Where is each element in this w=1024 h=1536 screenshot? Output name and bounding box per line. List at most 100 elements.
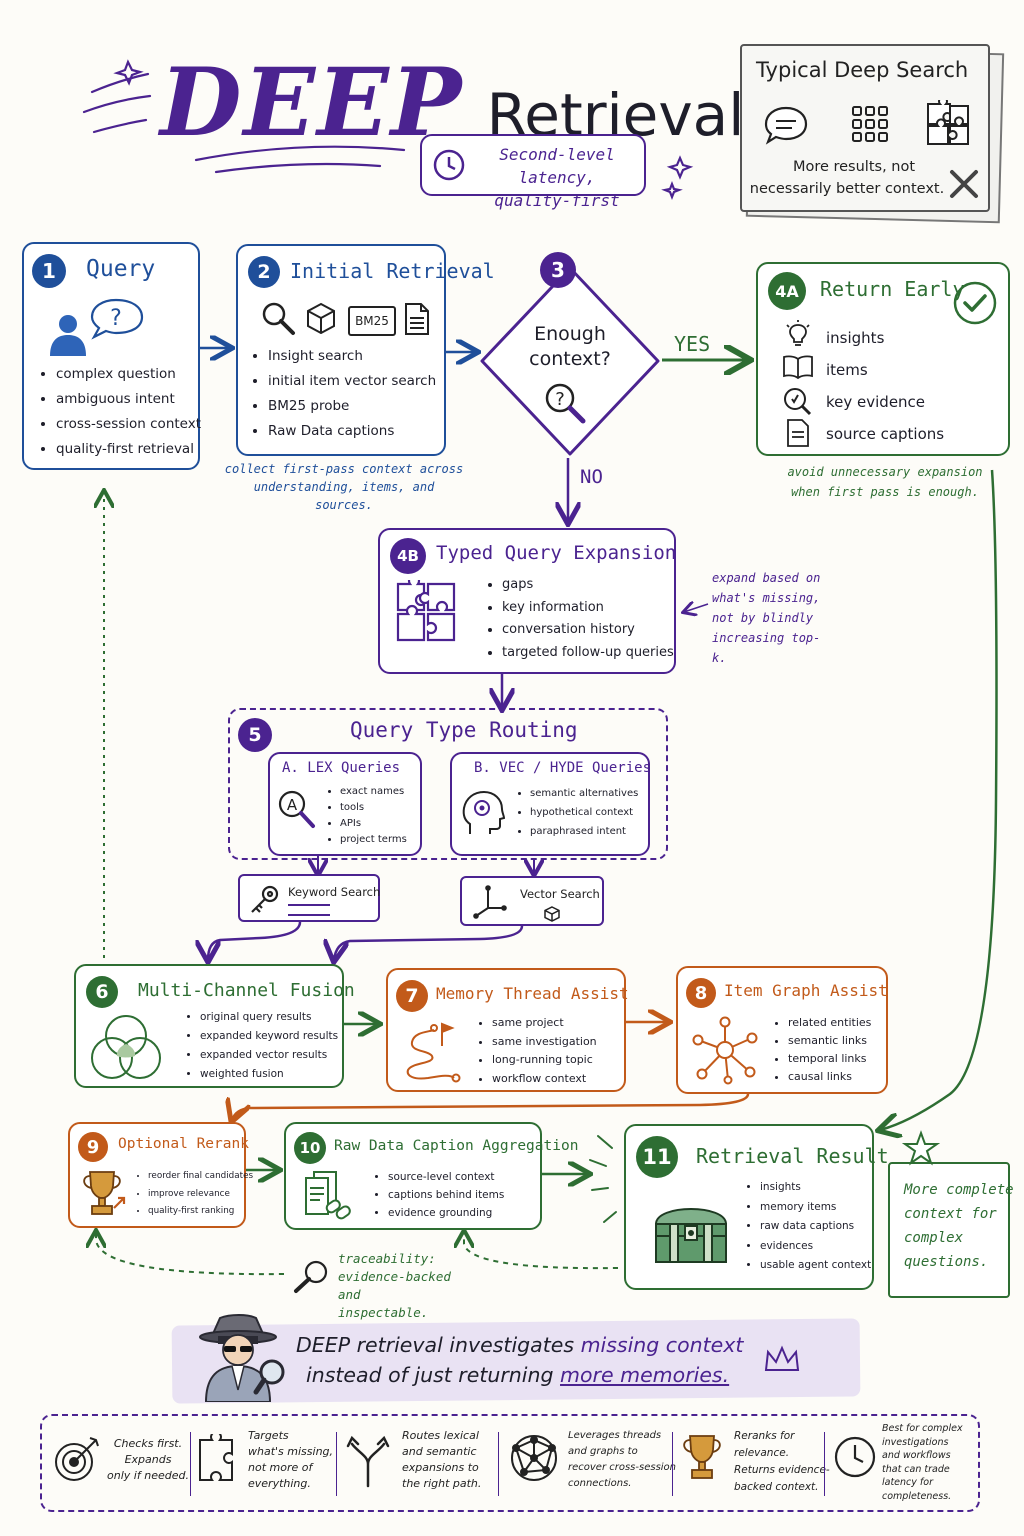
list-item: items [826, 361, 868, 379]
note-line: traceability: [338, 1251, 436, 1266]
list-item: targeted follow-up queries [502, 642, 690, 665]
cube-icon [306, 302, 336, 334]
list-item: captions behind items [388, 1186, 558, 1204]
footer-line: not more of [248, 1461, 313, 1474]
footer-summary-box [40, 1414, 980, 1512]
retrieval-result-bullets: insights memory items raw data captions … [744, 1178, 890, 1276]
list-item: cross-session context [56, 412, 216, 437]
venn-icon [88, 1012, 164, 1082]
trophy-icon [680, 1432, 724, 1484]
footer-item: Best for complex investigations and work… [830, 1420, 974, 1506]
list-item: workflow context [492, 1070, 642, 1089]
footer-divider [336, 1432, 337, 1496]
page-title: DEEP Retrieval [160, 48, 744, 158]
step-return-early-box: 4A Return Early insights items key evide… [756, 262, 1010, 456]
list-item: Raw Data captions [268, 419, 460, 444]
footer-line: latency for [882, 1477, 933, 1488]
path-flag-icon [398, 1018, 468, 1086]
step-number-1: 1 [32, 254, 66, 288]
footer-line: Routes lexical [402, 1429, 479, 1442]
note-line: context for [904, 1206, 997, 1222]
footer-line: the right path. [402, 1477, 482, 1490]
list-item: related entities [788, 1014, 904, 1032]
footer-line: and graphs to [568, 1446, 638, 1457]
step-title: Multi-Channel Fusion [138, 980, 355, 1001]
footer-line: Targets [248, 1429, 289, 1442]
footer-item: Routes lexical and semantic expansions t… [340, 1424, 490, 1504]
step-rerank-box: 9 Optional Rerank reorder final candidat… [68, 1122, 253, 1228]
list-item: initial item vector search [268, 369, 460, 394]
step-number-10: 10 [294, 1132, 326, 1164]
list-item: evidence grounding [388, 1204, 558, 1222]
list-item: same project [492, 1014, 642, 1033]
banner-line1b: missing context [580, 1333, 744, 1357]
step-title: Raw Data Caption Aggregation [334, 1138, 579, 1154]
vec-bullets: semantic alternatives hypothetical conte… [514, 784, 666, 841]
traceability-note: traceability: evidence-backed and inspec… [338, 1250, 458, 1322]
step-fusion-box: 6 Multi-Channel Fusion original query re… [74, 964, 355, 1088]
note-line: collect first-pass context across [224, 462, 464, 476]
step-number-4b: 4B [390, 538, 426, 574]
footer-line: Returns evidence- [734, 1464, 830, 1476]
list-item: original query results [200, 1008, 360, 1027]
initial-retrieval-bullets: Insight search initial item vector searc… [252, 344, 460, 444]
footer-line: completeness. [882, 1490, 952, 1502]
list-item: project terms [340, 832, 438, 848]
note-line: when first pass is enough. [791, 485, 979, 499]
check-circle-icon [952, 280, 998, 326]
list-item: key evidence [826, 393, 926, 411]
traceability-magnifier-icon [290, 1258, 332, 1296]
step-number-5: 5 [238, 718, 272, 752]
network-icon [506, 1430, 562, 1486]
step-number-2: 2 [248, 256, 280, 288]
step-query-routing-box: 5 Query Type Routing [228, 708, 668, 860]
list-item: key information [502, 597, 690, 620]
list-item: expanded vector results [200, 1046, 360, 1065]
vector-search-box: Vector Search [460, 876, 604, 926]
book-icon [782, 354, 814, 380]
list-item: temporal links [788, 1050, 904, 1068]
graph-network-icon [688, 1014, 762, 1086]
step-query-expansion-box: 4B Typed Query Expansion gaps key inform… [378, 528, 676, 674]
result-side-note-box: More complete context for complex questi… [888, 1162, 1014, 1298]
step-number-3: 3 [540, 252, 576, 288]
footer-divider [824, 1432, 825, 1496]
note-line: complex [904, 1230, 964, 1246]
list-item: quality-first retrieval [56, 437, 216, 462]
step-title: Optional Rerank [118, 1136, 249, 1152]
treasure-chest-icon [648, 1194, 734, 1268]
banner-line2a: instead of just returning [306, 1363, 561, 1387]
step-title: Typed Query Expansion [436, 542, 677, 564]
keyword-lines [288, 904, 330, 916]
yes-label: YES [674, 332, 711, 356]
typical-title: Typical Deep Search [756, 58, 969, 82]
step-title: Return Early [820, 277, 965, 301]
fusion-bullets: original query results expanded keyword … [184, 1008, 360, 1084]
step-caption-aggregation-box: 10 Raw Data Caption Aggregation source-l… [284, 1122, 578, 1230]
list-item: evidences [760, 1237, 890, 1257]
small-cube-icon [544, 906, 560, 922]
note-line: avoid unnecessary expansion [787, 465, 983, 479]
step-item-graph-box: 8 Item Graph Assist related entities sem… [676, 966, 888, 1094]
head-brain-icon [460, 788, 506, 838]
memory-thread-bullets: same project same investigation long-run… [476, 1014, 642, 1088]
footer-item: Targets what's missing, not more of ever… [192, 1424, 333, 1504]
svg-text:A: A [287, 796, 298, 814]
star-icon [902, 1130, 940, 1168]
decision-line2: context? [529, 348, 611, 370]
rerank-bullets: reorder final candidates improve relevan… [132, 1168, 262, 1221]
typical-deep-search-card: Typical Deep Search More results, not ne… [740, 44, 990, 212]
bm25-tag: BM25 [348, 306, 396, 336]
crown-icon [762, 1344, 802, 1376]
list-item: Insight search [268, 344, 460, 369]
list-item: long-running topic [492, 1051, 642, 1070]
footer-line: backed context. [734, 1481, 819, 1493]
magnifier-icon [260, 300, 296, 336]
lex-bullets: exact names tools APIs project terms [324, 784, 438, 848]
vec-title: B. VEC / HYDE Queries [474, 760, 652, 776]
svg-text:?: ? [110, 306, 122, 331]
footer-line: connections. [568, 1478, 632, 1489]
footer-line: and semantic [402, 1445, 477, 1458]
list-item: source-level context [388, 1168, 558, 1186]
step-number-7: 7 [396, 980, 428, 1012]
